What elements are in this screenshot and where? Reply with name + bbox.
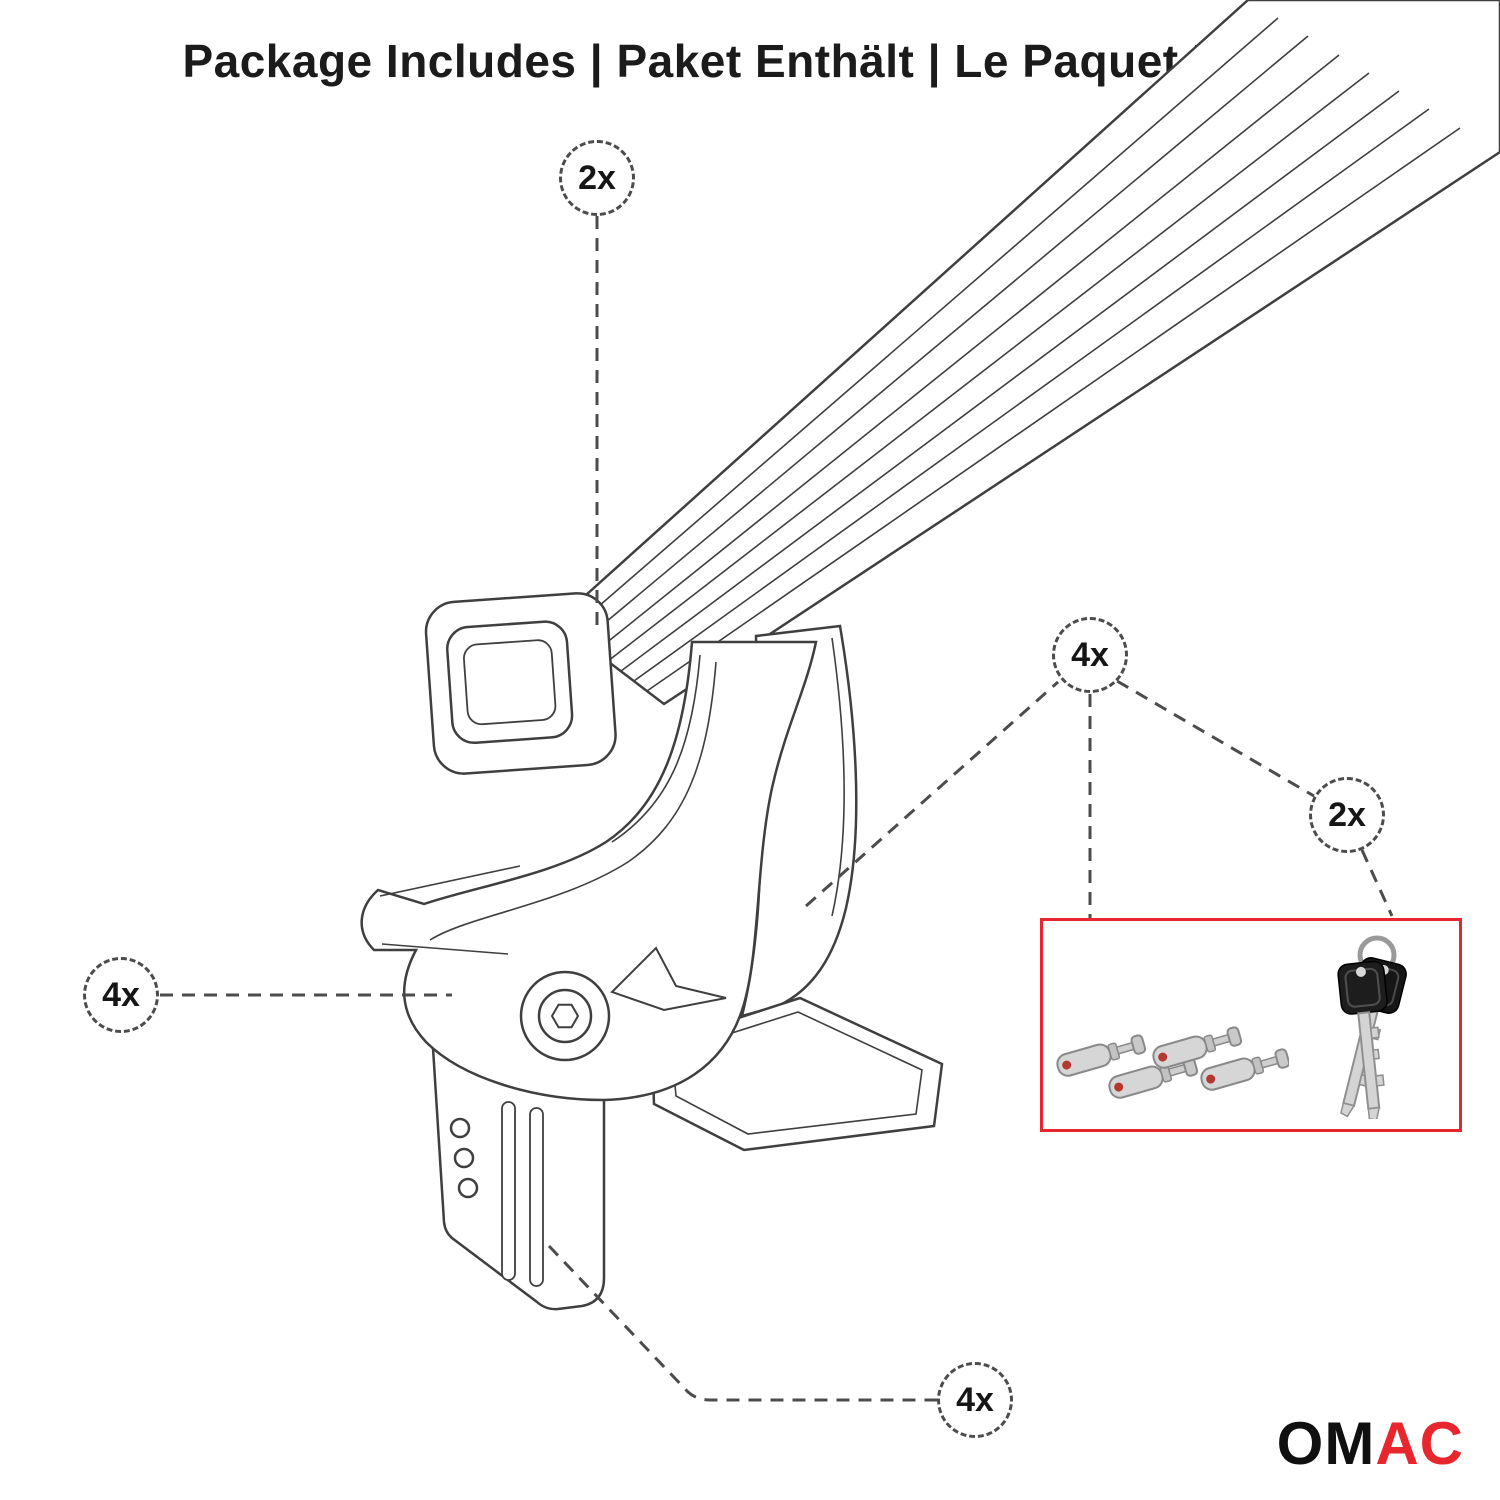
callout-lock-bolts-qty: 4x [1052,617,1128,693]
small-parts-box [1040,918,1462,1132]
logo-text-red: AC [1375,1410,1464,1477]
callout-label: 4x [1071,635,1109,674]
leader-lines [160,216,1394,1402]
mounting-foot-graphic [360,640,818,1102]
end-cap-graphic [424,592,617,775]
callout-keys-qty: 2x [1309,777,1385,853]
callout-label: 4x [956,1380,994,1419]
omac-logo: OMAC [1277,1414,1464,1474]
callout-crossbar-qty: 2x [559,140,635,216]
callout-clamp-qty: 4x [937,1362,1013,1438]
callout-foot-qty: 4x [83,957,159,1033]
lock-cylinders-icon [1054,1023,1289,1102]
clamp-bracket-graphic [430,1030,606,1311]
callout-label: 2x [1328,795,1366,834]
logo-text-dark: OM [1276,1410,1376,1477]
crossbar-graphic [554,0,1500,706]
callout-label: 4x [102,975,140,1014]
callout-label: 2x [578,158,616,197]
page-title: Package Includes | Paket Enthält | Le Pa… [182,35,1318,87]
keys-icon [1337,935,1407,1119]
